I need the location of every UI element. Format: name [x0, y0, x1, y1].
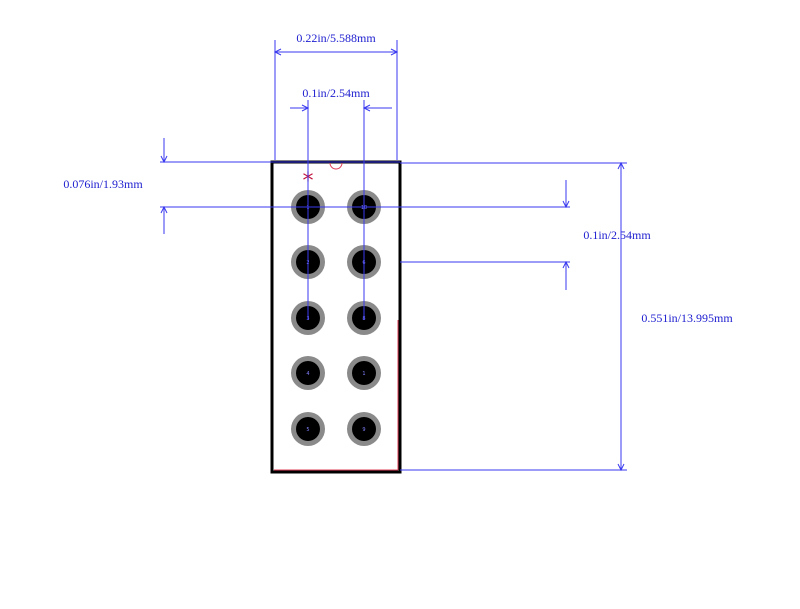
dim-pin-pitch-horizontal: 0.1in/2.54mm	[290, 86, 392, 320]
dim-pin-pitch-vertical: 0.1in/2.54mm	[400, 180, 651, 290]
dim-overall-width: 0.22in/5.588mm	[273, 31, 399, 160]
pad: 9	[347, 412, 381, 446]
pin1-notch	[329, 162, 343, 170]
pad-label: 1	[362, 371, 365, 377]
pad-hole	[296, 361, 320, 385]
pad: 1	[347, 356, 381, 390]
pad-label: 5	[306, 427, 309, 433]
pad-label: 9	[362, 427, 365, 433]
dim-overall-height: 0.551in/13.995mm	[400, 161, 733, 472]
dim-edge-to-pin: 0.076in/1.93mm	[63, 138, 570, 234]
dim-pin-pitch-horizontal-label: 0.1in/2.54mm	[302, 86, 370, 100]
dim-overall-width-label: 0.22in/5.588mm	[296, 31, 376, 45]
pad-hole	[352, 417, 376, 441]
pad-hole	[296, 417, 320, 441]
pad: 5	[291, 412, 325, 446]
dim-overall-height-label: 0.551in/13.995mm	[641, 311, 733, 325]
pad-hole	[352, 361, 376, 385]
dim-pin-pitch-vertical-label: 0.1in/2.54mm	[583, 228, 651, 242]
pad: 4	[291, 356, 325, 390]
pad-label: 4	[306, 371, 309, 377]
dim-edge-to-pin-label: 0.076in/1.93mm	[63, 177, 143, 191]
